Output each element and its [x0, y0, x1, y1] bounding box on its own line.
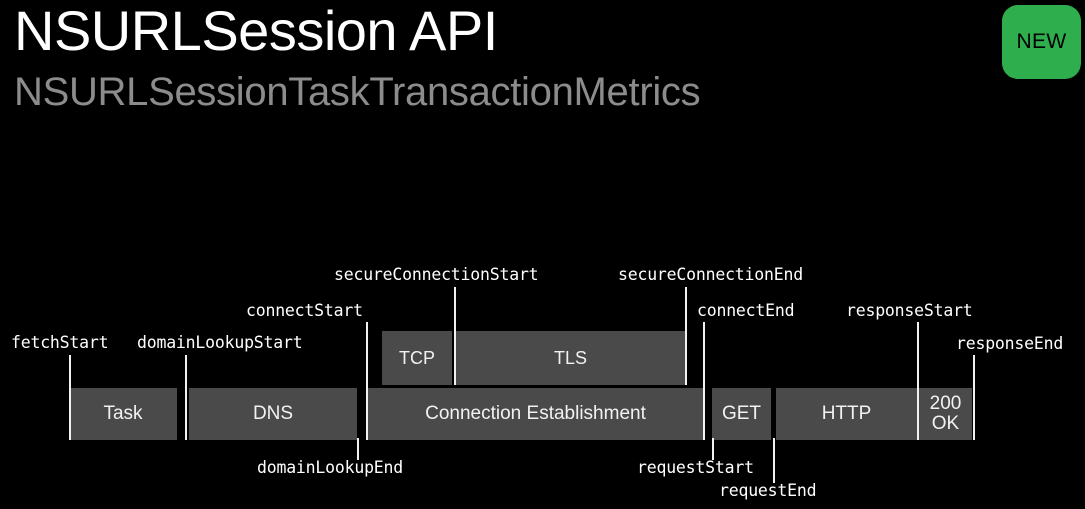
timeline-segment: GET: [712, 388, 771, 440]
marker-tick-line: [712, 438, 714, 460]
timeline-segment: TCP: [382, 331, 452, 385]
timeline-segment: TLS: [456, 331, 685, 385]
marker-tick-line: [685, 287, 687, 385]
marker-label: secureConnectionStart: [334, 265, 539, 284]
marker-label: domainLookupEnd: [257, 458, 404, 477]
marker-tick-line: [366, 322, 368, 440]
new-badge: NEW: [1002, 5, 1081, 79]
timeline-segment: DNS: [189, 388, 357, 440]
marker-label: connectEnd: [697, 301, 795, 320]
timeline-segment: HTTP: [776, 388, 917, 440]
marker-tick-line: [703, 322, 705, 440]
marker-label: responseStart: [846, 301, 973, 320]
marker-label: domainLookupStart: [137, 333, 303, 352]
marker-tick-line: [357, 438, 359, 460]
marker-tick-line: [917, 322, 919, 440]
marker-label: fetchStart: [11, 333, 109, 352]
timeline-segment: Connection Establishment: [368, 388, 703, 440]
timeline-segment: Task: [69, 388, 177, 440]
marker-label: secureConnectionEnd: [618, 265, 803, 284]
marker-tick-line: [973, 355, 975, 440]
marker-label: responseEnd: [956, 334, 1064, 353]
marker-tick-line: [185, 355, 187, 440]
marker-tick-line: [773, 438, 775, 483]
page-title: NSURLSession API: [14, 0, 498, 62]
page-subtitle: NSURLSessionTaskTransactionMetrics: [14, 70, 701, 114]
marker-tick-line: [69, 355, 71, 440]
marker-tick-line: [454, 287, 456, 385]
marker-label: requestStart: [637, 458, 754, 477]
marker-label: connectStart: [246, 301, 363, 320]
segment-label-line: 200: [929, 393, 962, 415]
marker-label: requestEnd: [719, 481, 817, 500]
segment-label-line: OK: [931, 413, 960, 434]
